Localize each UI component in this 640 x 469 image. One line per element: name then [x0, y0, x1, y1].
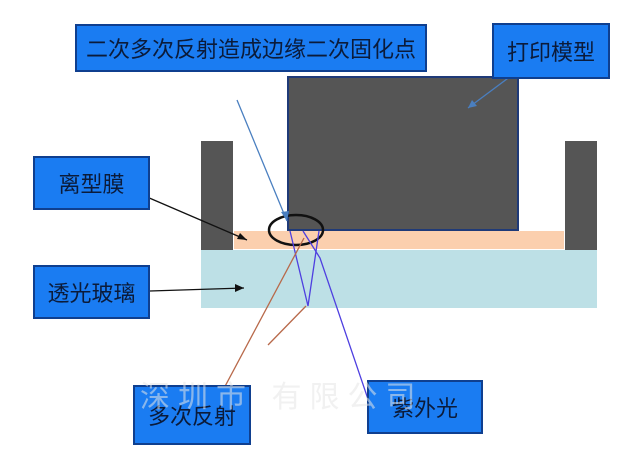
label-multiple-reflection: 多次反射 — [133, 385, 251, 445]
watermark: 深圳市 有限公司 — [140, 380, 424, 415]
print-model — [287, 76, 519, 231]
callout-edge-curing — [236, 99, 288, 222]
label-print-model: 打印模型 — [492, 23, 610, 79]
label-uv-light: 紫外光 — [367, 380, 483, 434]
right-tank-wall — [565, 141, 597, 250]
left-tank-wall — [201, 141, 233, 250]
release-film — [234, 231, 564, 249]
transparent-glass — [201, 250, 597, 308]
reflection-ray-b — [267, 305, 307, 346]
label-transparent-glass: 透光玻璃 — [33, 265, 150, 319]
label-edge-secondary-curing: 二次多次反射造成边缘二次固化点 — [75, 24, 427, 72]
label-release-film: 离型膜 — [33, 156, 150, 210]
